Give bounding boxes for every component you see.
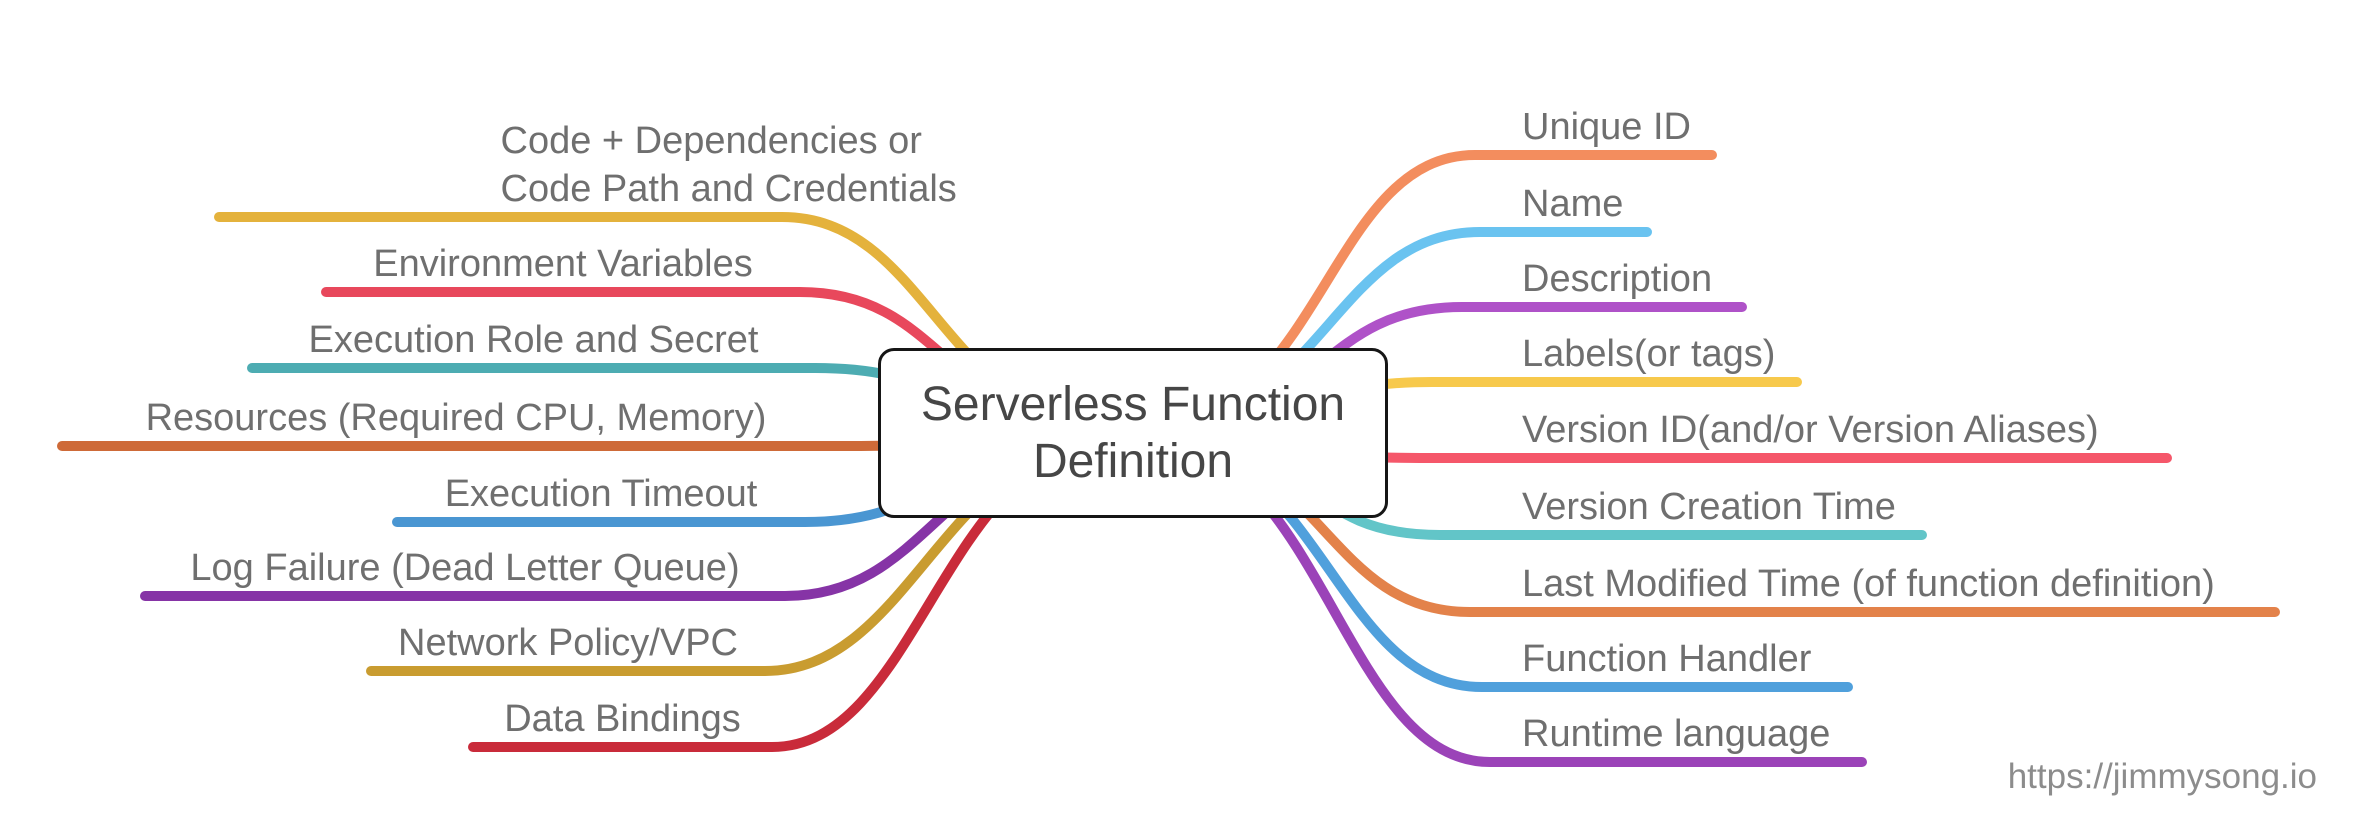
branch-node-execution-timeout[interactable]: Execution Timeout — [445, 472, 758, 516]
watermark-url: https://jimmysong.io — [2007, 757, 2317, 796]
branch-node-log-failure-dead-letter-queue[interactable]: Log Failure (Dead Letter Queue) — [190, 546, 739, 590]
branch-label-text: Labels(or tags) — [1522, 333, 1776, 375]
branch-label-text: Data Bindings — [504, 698, 741, 740]
branch-label-text: Execution Role and Secret — [308, 319, 759, 361]
branch-label-text: Last Modified Time (of function definiti… — [1522, 563, 2215, 605]
branch-node-version-creation-time[interactable]: Version Creation Time — [1522, 485, 1896, 529]
branch-label-text: Resources (Required CPU, Memory) — [145, 397, 767, 439]
branch-label-text: Network Policy/VPC — [398, 622, 738, 664]
branch-node-environment-variables[interactable]: Environment Variables — [373, 242, 752, 286]
branch-label-text: Name — [1522, 183, 1624, 225]
branch-label-text: Code + Dependencies or — [500, 120, 922, 162]
branch-node-last-modified-time-of-function-definition[interactable]: Last Modified Time (of function definiti… — [1522, 562, 2215, 606]
central-topic-title-line1: Serverless Function — [920, 378, 1346, 431]
branch-node-description[interactable]: Description — [1522, 257, 1712, 301]
branch-node-function-handler[interactable]: Function Handler — [1522, 637, 1811, 681]
branch-node-resources-required-cpu-memory[interactable]: Resources (Required CPU, Memory) — [146, 396, 767, 440]
branch-node-name[interactable]: Name — [1522, 182, 1623, 226]
central-topic-node[interactable]: Serverless Function Definition — [878, 348, 1388, 518]
branch-label-text: Version Creation Time — [1522, 486, 1896, 528]
branch-label-text: Code Path and Credentials — [500, 168, 957, 210]
branch-node-network-policy-vpc[interactable]: Network Policy/VPC — [398, 621, 738, 665]
branch-node-data-bindings[interactable]: Data Bindings — [504, 697, 741, 741]
branch-node-execution-role-and-secret[interactable]: Execution Role and Secret — [309, 318, 759, 362]
branch-label-text: Function Handler — [1522, 638, 1812, 680]
branch-node-runtime-language[interactable]: Runtime language — [1522, 712, 1830, 756]
branch-node-version-id-and-or-version-aliases[interactable]: Version ID(and/or Version Aliases) — [1522, 408, 2099, 452]
branch-label-text: Version ID(and/or Version Aliases) — [1522, 409, 2099, 451]
branch-label-text: Unique ID — [1522, 106, 1691, 148]
central-topic-title-line2: Definition — [1032, 435, 1234, 488]
branch-label-text: Log Failure (Dead Letter Queue) — [190, 547, 740, 589]
branch-label-text: Runtime language — [1522, 713, 1831, 755]
branch-label-text: Environment Variables — [373, 243, 753, 285]
branch-label-text: Description — [1522, 258, 1713, 300]
branch-label-text: Execution Timeout — [444, 473, 758, 515]
branch-node-labels-or-tags[interactable]: Labels(or tags) — [1522, 332, 1775, 376]
branch-node-unique-id[interactable]: Unique ID — [1522, 105, 1691, 149]
branch-node-code-dependencies-or-code-path-and-credentials[interactable]: Code + Dependencies or Code Path and Cred… — [501, 117, 957, 213]
